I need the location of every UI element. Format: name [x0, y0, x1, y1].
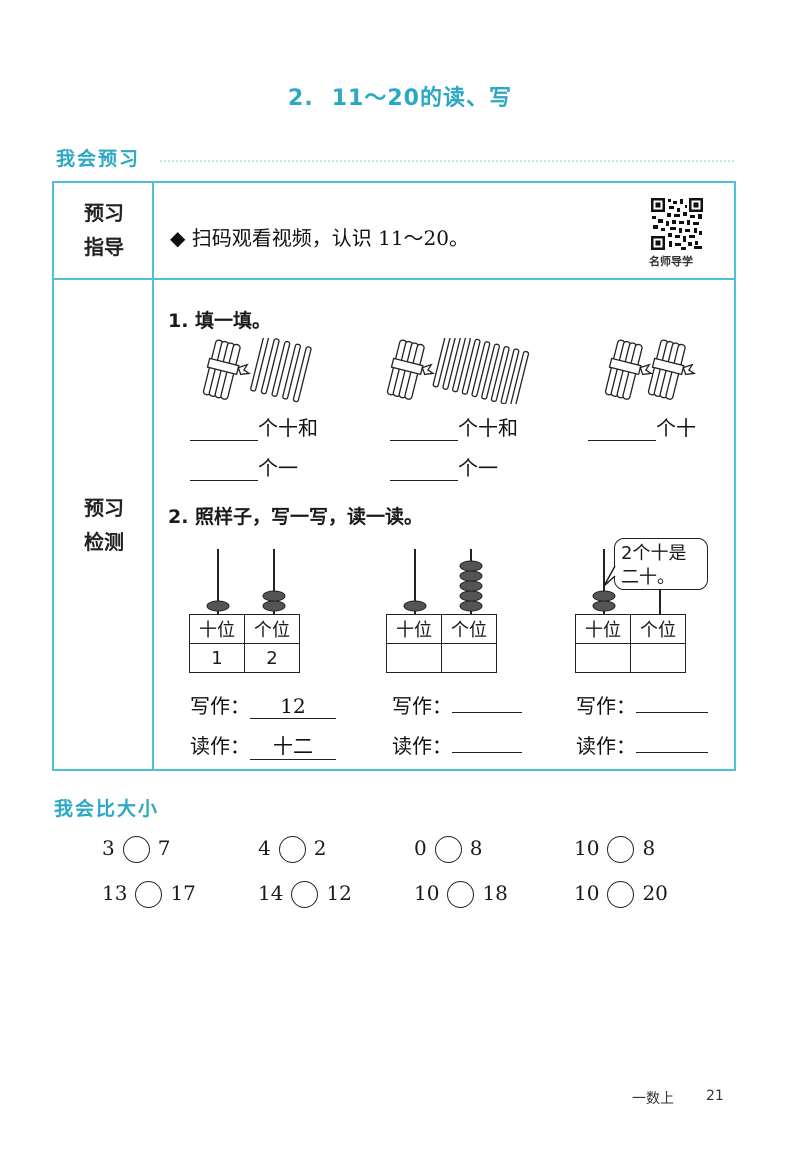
compare-circle[interactable]: [122, 836, 150, 863]
section-divider: [160, 160, 734, 162]
q1-group-3-line-1: 个十: [588, 412, 696, 441]
abacus-example-3: [592, 549, 661, 614]
section-heading-preview: 我会预习: [56, 148, 141, 170]
compare-circle[interactable]: [607, 881, 635, 908]
q1-group-2-line-2: 个一: [390, 452, 498, 481]
ones-cell: 2: [244, 643, 300, 673]
compare-circle[interactable]: [607, 836, 635, 863]
bundle-and-sticks-illustration-2: [386, 338, 530, 404]
write-answer[interactable]: [452, 712, 522, 713]
read-answer[interactable]: [636, 752, 708, 753]
page-number: 21: [706, 1088, 724, 1104]
compare-circle[interactable]: [447, 881, 475, 908]
answer-blank[interactable]: [588, 420, 656, 441]
qr-code-icon[interactable]: [650, 197, 704, 251]
preview-box: [52, 181, 736, 771]
place-value-table-2: 十位个位: [386, 614, 497, 673]
guide-instruction: ◆ 扫码观看视频，认识 11～20。: [170, 226, 469, 250]
section-heading-compare: 我会比大小: [54, 798, 160, 820]
answer-blank[interactable]: [390, 460, 458, 481]
q1-group-1-line-2: 个一: [190, 452, 298, 481]
write-row-2: 写作：: [392, 690, 522, 719]
answer-blank[interactable]: [190, 420, 258, 441]
ones-cell[interactable]: [630, 643, 686, 673]
read-row-2: 读作：: [392, 730, 522, 759]
abacus-example-1: [206, 549, 286, 614]
answer-blank[interactable]: [390, 420, 458, 441]
tens-cell[interactable]: [575, 643, 631, 673]
read-answer[interactable]: [452, 752, 522, 753]
q1-group-2-line-1: 个十和: [390, 412, 518, 441]
ones-cell[interactable]: [441, 643, 497, 673]
write-answer: 12: [250, 694, 336, 719]
read-row-3: 读作：: [576, 730, 708, 759]
abacus-example-2: [403, 549, 483, 614]
compare-circle[interactable]: [278, 836, 306, 863]
q1-group-1-line-1: 个十和: [190, 412, 318, 441]
write-row-1: 写作：12: [190, 690, 336, 719]
page-title: 2. 11～20的读、写: [0, 80, 800, 112]
title-number: 2.: [288, 86, 314, 111]
speech-bubble-tail: [603, 565, 616, 587]
compare-circle[interactable]: [135, 881, 163, 908]
read-row-1: 读作：十二: [190, 730, 336, 760]
footer-book: 一数上: [632, 1091, 674, 1107]
bundle-and-sticks-illustration-1: [202, 338, 312, 403]
read-answer: 十二: [250, 730, 336, 760]
compare-circle[interactable]: [434, 836, 462, 863]
write-answer[interactable]: [636, 712, 708, 713]
speech-bubble: 2个十是 二十。: [614, 538, 708, 590]
tens-cell: 1: [189, 643, 245, 673]
write-row-3: 写作：: [576, 690, 708, 719]
tens-cell[interactable]: [386, 643, 442, 673]
qr-caption: 名师导学: [649, 255, 693, 268]
answer-blank[interactable]: [190, 460, 258, 481]
place-value-table-3: 十位个位: [575, 614, 686, 673]
guide-label: 预习 指导: [84, 201, 124, 259]
box-row-divider: [54, 278, 734, 280]
check-label: 预习 检测: [84, 496, 124, 554]
compare-circle[interactable]: [291, 881, 319, 908]
box-column-divider: [152, 183, 154, 769]
q1-title: 1. 填一填。: [168, 310, 272, 332]
title-text: 11～20的读、写: [331, 86, 512, 111]
q2-title: 2. 照样子，写一写，读一读。: [168, 506, 424, 528]
two-bundles-illustration: [604, 339, 697, 400]
